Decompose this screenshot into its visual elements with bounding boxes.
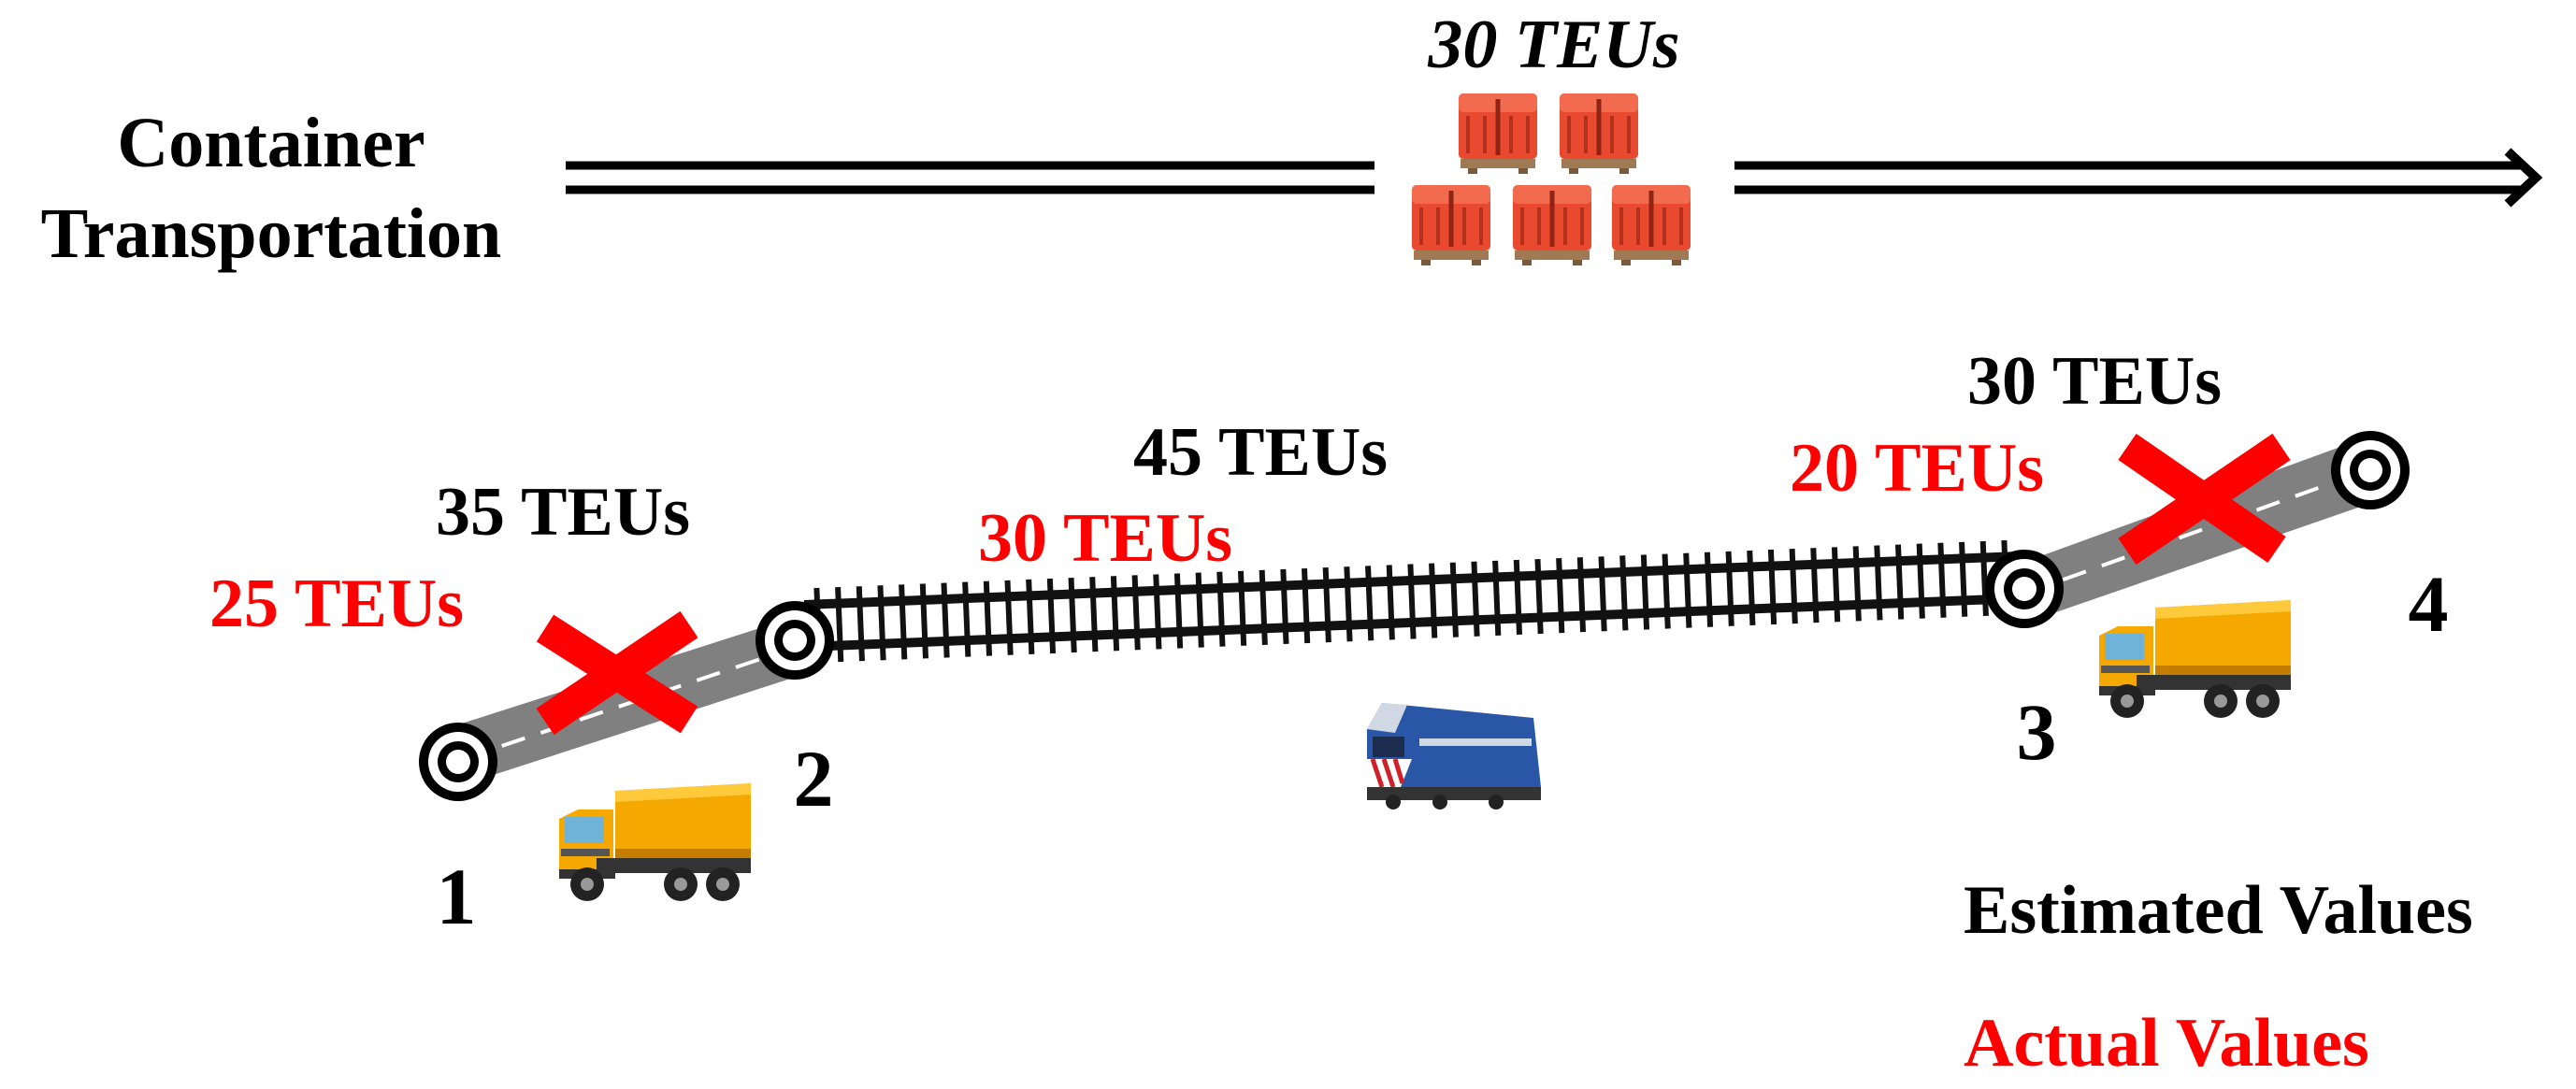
rail-tie <box>1216 571 1226 647</box>
seg-1-2-estimated-label: 35 TEUs <box>436 474 690 551</box>
rail-tie <box>941 582 950 658</box>
rail-tie <box>1874 545 1883 621</box>
rail-tie <box>1195 572 1204 648</box>
rail-tie <box>1725 551 1734 626</box>
rail-tie <box>1810 548 1820 623</box>
rail-tie <box>1534 558 1544 635</box>
train-icon <box>1367 703 1541 810</box>
railway-segment-2-3 <box>803 539 2021 664</box>
rail-tie <box>1153 574 1162 650</box>
rail-tie <box>1704 552 1714 627</box>
rail-tie <box>1429 563 1438 638</box>
node-3-marker <box>1985 550 2064 628</box>
rail-tie <box>1747 550 1756 626</box>
rail-tie <box>1471 561 1480 637</box>
rail-tie <box>899 584 908 660</box>
rail-tie <box>1683 552 1692 628</box>
rail-tie <box>919 583 928 659</box>
node-2-label: 2 <box>794 734 834 824</box>
rail-tie <box>1068 577 1077 653</box>
rail-tie <box>1662 553 1671 629</box>
container-stack-icon <box>1412 93 1691 265</box>
rail-tie <box>1365 566 1374 641</box>
seg-3-4-actual-label: 20 TEUs <box>1790 430 2044 507</box>
rail-tie <box>1619 555 1629 631</box>
rail-tie <box>1259 569 1268 645</box>
cancel-x-mark-3-4 <box>2118 433 2291 566</box>
rail-tie <box>1131 575 1141 651</box>
node-2-marker <box>756 601 834 680</box>
rail-tie <box>1322 567 1331 643</box>
rail-tie <box>1386 565 1395 640</box>
rail-tie <box>1089 577 1099 652</box>
seg-2-3-estimated-label: 45 TEUs <box>1133 414 1388 491</box>
rail-tie <box>1407 564 1417 639</box>
rail-tie <box>1004 580 1014 655</box>
rail-tie <box>1895 544 1905 620</box>
legend-actual-label: Actual Values <box>1964 1005 2369 1082</box>
rail-tie <box>1576 557 1587 633</box>
rail-tie <box>1640 554 1650 630</box>
rail-tie <box>856 586 865 662</box>
truck-icon-3-4 <box>2099 600 2291 718</box>
rail-tie <box>1237 570 1247 646</box>
rail-tie <box>1026 579 1035 654</box>
seg-3-4-estimated-label: 30 TEUs <box>1967 343 2222 420</box>
rail-tie <box>1979 540 1989 616</box>
rail-tie <box>1449 562 1459 638</box>
rail-tie <box>1173 573 1184 649</box>
rail-tie <box>1046 578 1057 654</box>
seg-2-3-actual-label: 30 TEUs <box>978 500 1232 577</box>
rail-tie <box>1302 567 1311 644</box>
rail-tie <box>1959 541 1968 617</box>
legend-estimated-label: Estimated Values <box>1964 872 2473 949</box>
truck-icon-1-2 <box>559 783 751 901</box>
node-4-marker <box>2331 431 2410 509</box>
rail-tie <box>1937 542 1947 618</box>
transport-direction-arrow <box>566 148 2543 208</box>
cancel-x-mark-1-2 <box>536 610 698 736</box>
rail-tie <box>835 587 844 663</box>
rail-tie <box>1831 547 1841 623</box>
title-line-1: Container <box>117 104 425 182</box>
cargo-teu-label: 30 TEUs <box>1427 7 1679 83</box>
node-1-label: 1 <box>437 852 477 941</box>
rail-tie <box>1916 543 1925 619</box>
rail-tie <box>1598 556 1607 632</box>
rail-tie <box>1789 549 1798 624</box>
rail-tie <box>1492 560 1502 636</box>
rail-tie <box>1556 558 1565 634</box>
rail-tie <box>1852 546 1862 622</box>
rail-tie <box>1344 566 1353 642</box>
rail-tie <box>1767 549 1777 625</box>
node-1-marker <box>419 723 497 801</box>
title-line-2: Transportation <box>41 194 502 273</box>
node-4-label: 4 <box>2409 559 2449 649</box>
seg-1-2-actual-label: 25 TEUs <box>209 566 464 642</box>
rail-tie <box>877 585 886 661</box>
rail-tie <box>983 580 993 656</box>
rail-tie <box>962 581 971 657</box>
rail-tie <box>1110 576 1120 652</box>
node-3-label: 3 <box>2017 687 2057 777</box>
rail-tie <box>1513 559 1522 636</box>
road-segment-3-4 <box>2015 439 2382 622</box>
rail-tie <box>1280 568 1289 645</box>
